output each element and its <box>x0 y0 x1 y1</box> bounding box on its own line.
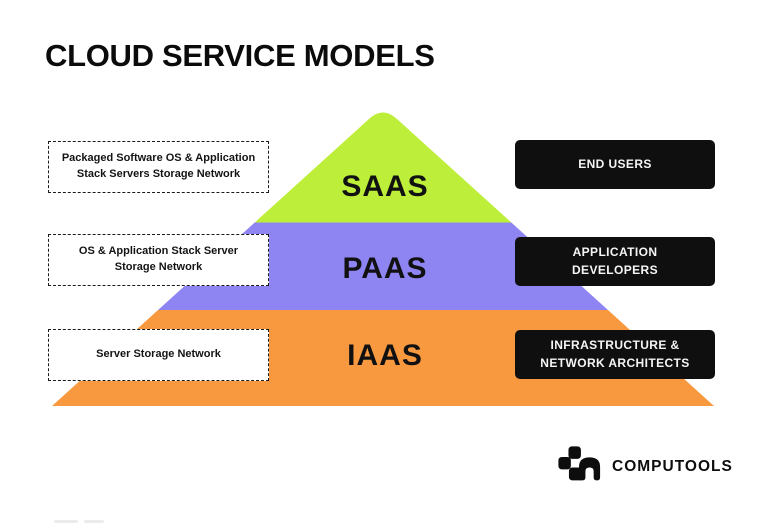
description-box-iaas: Server Storage Network <box>48 329 269 381</box>
audience-box-end-users: END USERS <box>515 140 715 189</box>
description-line: Packaged Software OS & Application <box>61 152 256 165</box>
audience-box-application-developers: APPLICATION DEVELOPERS <box>515 237 715 286</box>
description-line: OS & Application Stack Server <box>78 245 239 258</box>
audience-line: DEVELOPERS <box>571 262 659 277</box>
audience-line: APPLICATION <box>572 245 658 260</box>
company-name: COMPUTOOLS <box>612 458 733 475</box>
layer-label-paas: PAAS <box>342 252 428 285</box>
cropped-edge-artifact <box>54 520 78 523</box>
audience-line: NETWORK ARCHITECTS <box>540 355 690 370</box>
description-box-saas: Packaged Software OS & Application Stack… <box>48 141 269 193</box>
audience-line: END USERS <box>578 156 652 171</box>
layer-label-saas: SAAS <box>341 170 429 203</box>
audience-line: INFRASTRUCTURE & <box>550 338 680 353</box>
computools-mark-icon <box>558 446 601 481</box>
description-line: Storage Network <box>114 261 203 273</box>
description-line: Server Storage Network <box>96 348 221 361</box>
page-title: CLOUD SERVICE MODELS <box>45 38 435 73</box>
company-logo: COMPUTOOLS <box>556 444 733 490</box>
cropped-edge-artifact <box>84 520 104 523</box>
description-box-paas: OS & Application Stack Server Storage Ne… <box>48 234 269 286</box>
description-line: Stack Servers Storage Network <box>76 168 241 180</box>
audience-box-infrastructure-network-architects: INFRASTRUCTURE & NETWORK ARCHITECTS <box>515 330 715 379</box>
layer-label-iaas: IAAS <box>347 339 423 372</box>
